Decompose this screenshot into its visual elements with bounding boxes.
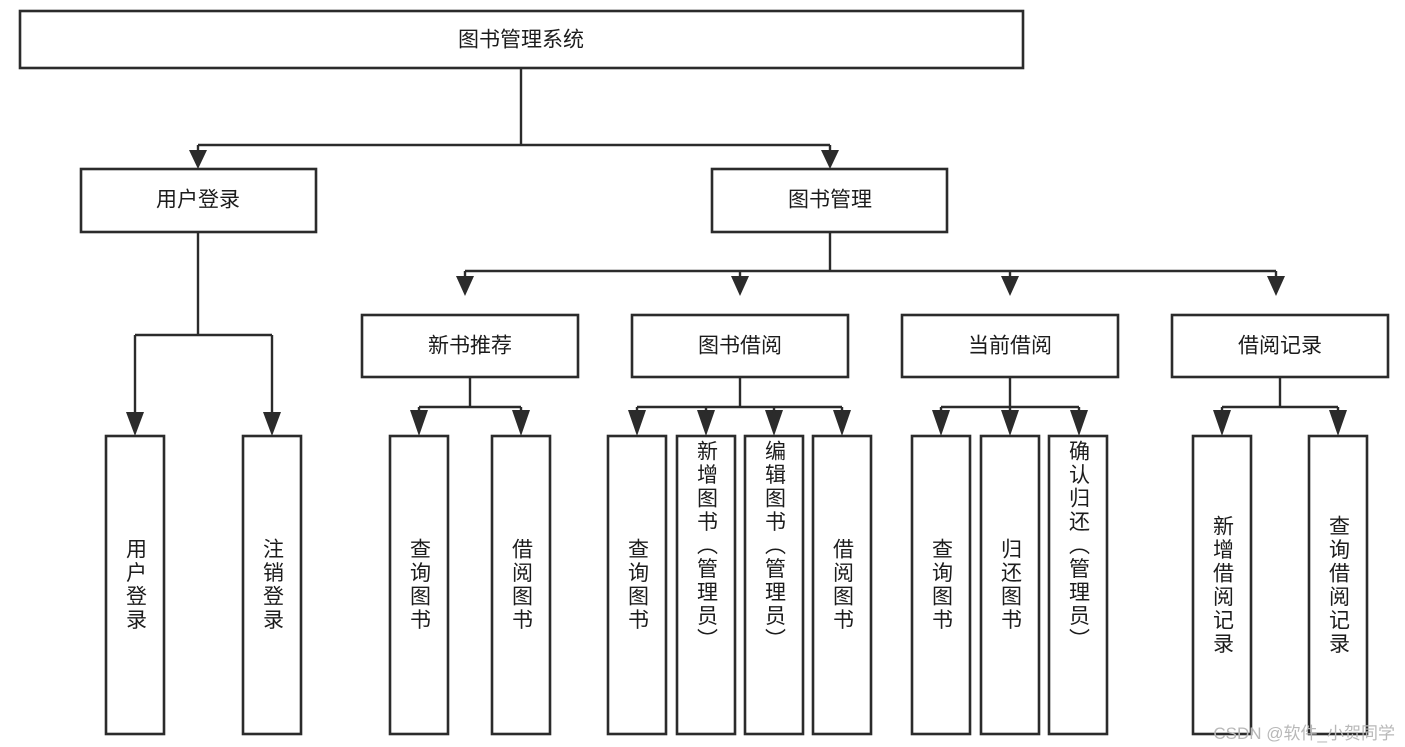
connector-currentborrow-to-leaves — [932, 377, 1088, 436]
connector-root-to-level1 — [189, 68, 839, 169]
node-borrow-record-label: 借阅记录 — [1238, 335, 1322, 358]
node-current-borrow[interactable]: 当前借阅 — [900, 313, 1120, 379]
node-user-login[interactable]: 用户登录 — [79, 167, 318, 234]
node-new-book-recommend[interactable]: 新书推荐 — [360, 313, 580, 379]
leaf-box-current-borrow-0[interactable] — [910, 434, 972, 736]
connector-newbook-to-leaves — [410, 377, 530, 436]
node-book-management[interactable]: 图书管理 — [710, 167, 949, 234]
node-current-borrow-label: 当前借阅 — [968, 335, 1052, 358]
leaf-box-book-borrow-2[interactable] — [743, 434, 805, 736]
node-book-management-label: 图书管理 — [788, 189, 872, 212]
node-book-borrow-label: 图书借阅 — [698, 335, 782, 358]
node-borrow-record[interactable]: 借阅记录 — [1170, 313, 1390, 379]
leaf-box-user-login-0[interactable] — [104, 434, 166, 736]
connector-bookborrow-to-leaves — [628, 377, 851, 436]
leaf-box-user-login-1[interactable] — [241, 434, 303, 736]
node-root[interactable]: 图书管理系统 — [18, 9, 1025, 70]
leaf-box-new-book-1[interactable] — [490, 434, 552, 736]
leaf-box-book-borrow-1[interactable] — [675, 434, 737, 736]
leaf-box-new-book-0[interactable] — [388, 434, 450, 736]
node-root-label: 图书管理系统 — [458, 29, 584, 52]
leaf-box-book-borrow-0[interactable] — [606, 434, 668, 736]
leaf-box-current-borrow-1[interactable] — [979, 434, 1041, 736]
connector-borrowrecord-to-leaves — [1213, 377, 1347, 436]
connector-bookmgmt-to-level2 — [456, 232, 1285, 296]
node-new-book-recommend-label: 新书推荐 — [428, 335, 512, 358]
node-user-login-label: 用户登录 — [156, 189, 240, 212]
leaf-box-borrow-record-0[interactable] — [1191, 434, 1253, 736]
connector-userlogin-to-leaves — [126, 232, 281, 436]
leaf-box-current-borrow-2[interactable] — [1047, 434, 1109, 736]
leaf-box-borrow-record-1[interactable] — [1307, 434, 1369, 736]
node-book-borrow[interactable]: 图书借阅 — [630, 313, 850, 379]
leaf-box-book-borrow-3[interactable] — [811, 434, 873, 736]
